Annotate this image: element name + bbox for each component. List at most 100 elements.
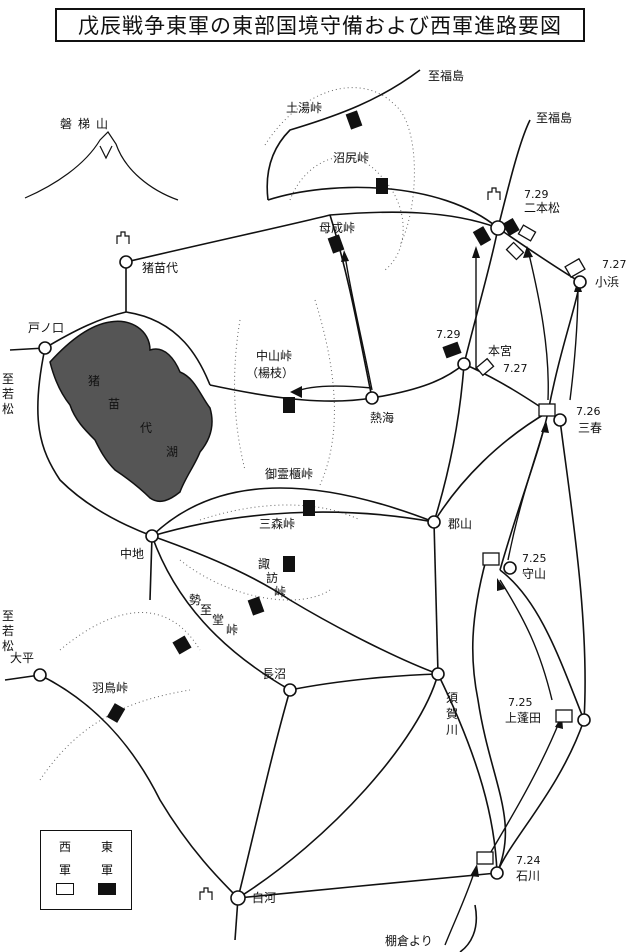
east-position-nihonmatsu-1 (472, 226, 492, 246)
label-suwa-3: 峠 (274, 584, 286, 599)
label-nakaji: 中地 (120, 546, 144, 561)
west-position-obama (564, 257, 586, 279)
date-moriyama: 7.25 (522, 552, 547, 565)
label-ishikawa: 石川 (516, 869, 540, 883)
legend: 西 軍 東 軍 (40, 830, 132, 910)
east-position-suwa (247, 596, 265, 616)
west-position-kamisumita (555, 709, 573, 723)
east-position-bonari (327, 234, 345, 254)
arrow-moriyama-miharu (507, 424, 546, 561)
bandai-label: 磐梯山 (60, 117, 114, 131)
east-position-motomiya (442, 341, 462, 359)
arrow-tanagura-ishikawa (444, 869, 476, 946)
town-nihonmatsu (490, 220, 506, 236)
label-tanagura: 棚倉より (385, 933, 433, 948)
label-atami: 熱海 (370, 410, 394, 425)
label-nakayama-sub: （楊枝） (246, 365, 294, 380)
label-motomiya: 本宮 (488, 343, 512, 358)
date-ishikawa: 7.24 (516, 854, 541, 867)
label-to-wakamatsu-2c: 松 (2, 639, 14, 653)
east-position-hatori (106, 703, 126, 723)
town-ohira (33, 668, 47, 682)
label-inawashiro: 猪苗代 (142, 261, 178, 275)
label-nihonmatsu: 二本松 (524, 201, 560, 215)
label-gotenba-pass: 御霊櫃峠 (265, 466, 313, 481)
arrow-miharu-nihonmatsu (527, 249, 549, 401)
label-moriyama: 守山 (522, 567, 546, 581)
label-seishido-1: 勢 (189, 592, 201, 607)
castle-icon-inawashiro (116, 231, 130, 244)
castle-symbols (116, 187, 501, 900)
label-ohira: 大平 (10, 651, 34, 665)
lake-char-2: 苗 (108, 397, 120, 411)
lake-char-3: 代 (140, 421, 152, 435)
arrow-kamisumita-moriyama (499, 579, 553, 701)
east-position-nihonmatsu-2 (502, 217, 520, 237)
label-seishido-2: 至 (200, 603, 212, 617)
label-suwa-1: 諏 (258, 556, 270, 571)
arrow-atami-bonari (344, 254, 373, 391)
castle-icon-nihonmatsu (487, 187, 501, 200)
label-tonokuchi: 戸ノ口 (28, 321, 64, 335)
legend-west-symbol (56, 883, 74, 895)
west-position-ishikawa (476, 851, 494, 865)
town-motomiya (457, 357, 471, 371)
label-to-wakamatsu-2a: 至 (2, 609, 14, 623)
bandai-mountain-crater (99, 145, 113, 160)
date-motomiya-east: 7.29 (436, 328, 461, 341)
label-to-wakamatsu-2b: 若 (2, 624, 14, 638)
town-atami (365, 391, 379, 405)
label-hatori-pass: 羽鳥峠 (92, 680, 128, 695)
bandai-mountain-outline (24, 131, 179, 201)
roads (4, 69, 586, 952)
date-nihonmatsu: 7.29 (524, 188, 549, 201)
west-position-miharu (538, 403, 556, 417)
town-kamisumita (577, 713, 591, 727)
label-seishido-4: 峠 (226, 622, 238, 637)
legend-east-symbol (98, 883, 116, 895)
date-obama: 7.27 (602, 258, 627, 271)
west-army-positions (475, 224, 586, 865)
label-bonari-pass: 母成峠 (319, 220, 355, 235)
label-sukagawa-2: 賀 (446, 707, 458, 721)
town-nakaji (145, 529, 159, 543)
east-position-seishido (172, 635, 192, 655)
legend-east-char-2: 軍 (100, 863, 113, 877)
label-tsuchiyu-pass: 土湯峠 (286, 100, 322, 115)
legend-west-char-2: 軍 (58, 863, 71, 877)
town-tonokuchi (38, 341, 52, 355)
label-to-fukushima-2: 至福島 (536, 110, 572, 125)
label-to-wakamatsu-1a: 至 (2, 372, 14, 386)
label-seishido-3: 堂 (212, 613, 224, 627)
town-miharu (553, 413, 567, 427)
west-position-moriyama (482, 552, 500, 566)
west-position-nihonmatsu-1 (517, 224, 537, 242)
east-position-tsuchiyu (345, 110, 363, 130)
east-army-positions (106, 110, 520, 723)
lake-inawashiro (49, 320, 213, 503)
east-position-mitsumori (283, 556, 295, 572)
arrow-ishikawa-kamisumita (484, 719, 561, 863)
date-kamisumita: 7.25 (508, 696, 533, 709)
town-obama (573, 275, 587, 289)
label-shirakawa: 白河 (252, 890, 276, 905)
town-shirakawa (230, 890, 246, 906)
towns (33, 220, 591, 906)
legend-west-label: 西 軍 (45, 839, 85, 879)
label-to-wakamatsu-1c: 松 (2, 402, 14, 416)
west-position-motomiya (475, 357, 495, 377)
town-sukagawa (431, 667, 445, 681)
label-kamisumita: 上蓬田 (505, 711, 541, 725)
town-inawashiro (119, 255, 133, 269)
town-ishikawa (490, 866, 504, 880)
label-sukagawa-1: 須 (446, 691, 458, 705)
label-to-wakamatsu-1b: 若 (2, 387, 14, 401)
lake-char-4: 湖 (166, 444, 178, 459)
legend-east-label: 東 軍 (87, 839, 127, 879)
label-suwa-2: 訪 (266, 570, 278, 585)
label-mitsumori-pass: 三森峠 (259, 516, 295, 531)
label-obama: 小浜 (595, 275, 619, 289)
legend-east-char-1: 東 (100, 840, 113, 854)
map-title-box: 戊辰戦争東軍の東部国境守備および西軍進路要図 (55, 8, 585, 42)
